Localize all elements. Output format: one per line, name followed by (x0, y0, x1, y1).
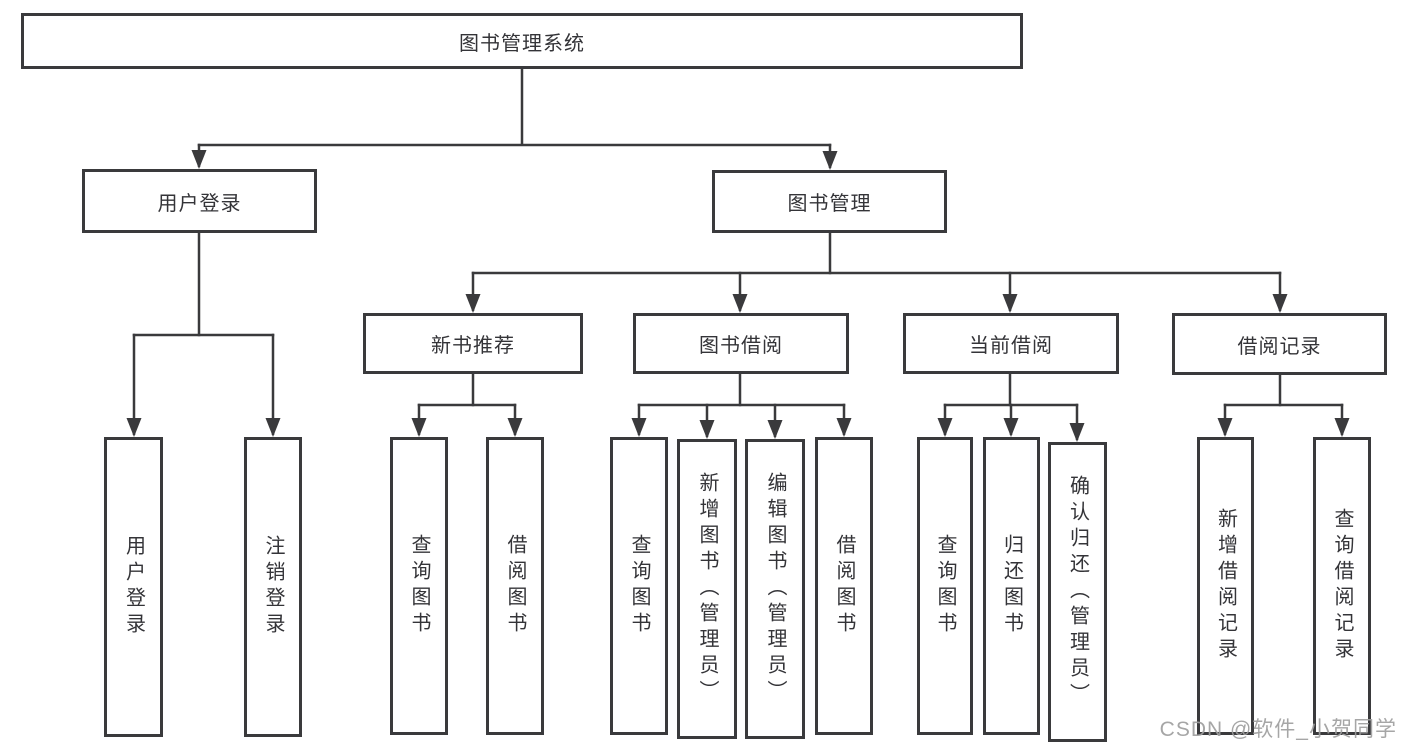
node-new-books: 新书推荐 (363, 313, 583, 374)
node-book-mgmt: 图书管理 (712, 170, 947, 233)
leaf-book-borrow-add: 新增图书（管理员） (677, 439, 737, 739)
node-current-borrow: 当前借阅 (903, 313, 1119, 374)
leaf-logout-label: 注销登录 (262, 535, 284, 639)
leaf-borrow-records-query-label: 查询借阅记录 (1331, 508, 1353, 664)
node-book-mgmt-label: 图书管理 (787, 193, 872, 215)
leaf-new-books-query: 查询图书 (390, 437, 448, 735)
node-root: 图书管理系统 (21, 13, 1023, 69)
leaf-book-borrow-edit-label: 编辑图书（管理员） (764, 472, 786, 706)
node-root-label: 图书管理系统 (459, 32, 585, 55)
node-new-books-label: 新书推荐 (431, 335, 515, 357)
node-user-login-label: 用户登录 (157, 192, 242, 215)
leaf-borrow-records-query: 查询借阅记录 (1313, 437, 1371, 735)
node-book-borrow-label: 图书借阅 (699, 335, 783, 357)
leaf-book-borrow-borrow-label: 借阅图书 (833, 534, 855, 638)
leaf-current-borrow-confirm: 确认归还（管理员） (1048, 442, 1107, 742)
node-book-borrow: 图书借阅 (633, 313, 849, 374)
leaf-user-login-label: 用户登录 (122, 535, 145, 639)
leaf-book-borrow-query-label: 查询图书 (628, 534, 650, 638)
leaf-current-borrow-query-label: 查询图书 (934, 534, 956, 638)
leaf-new-books-borrow-label: 借阅图书 (504, 534, 526, 638)
leaf-current-borrow-return: 归还图书 (983, 437, 1040, 735)
node-current-borrow-label: 当前借阅 (969, 335, 1053, 357)
leaf-book-borrow-query: 查询图书 (610, 437, 668, 735)
node-user-login: 用户登录 (82, 169, 317, 233)
leaf-borrow-records-add: 新增借阅记录 (1197, 437, 1254, 735)
node-borrow-records: 借阅记录 (1172, 313, 1387, 375)
node-borrow-records-label: 借阅记录 (1237, 335, 1322, 358)
leaf-user-login: 用户登录 (104, 437, 163, 737)
csdn-watermark: CSDN @软件_小贺同学 (1159, 718, 1397, 741)
leaf-logout: 注销登录 (244, 437, 302, 737)
leaf-new-books-borrow: 借阅图书 (486, 437, 544, 735)
leaf-book-borrow-edit: 编辑图书（管理员） (745, 439, 805, 739)
leaf-borrow-records-add-label: 新增借阅记录 (1214, 508, 1237, 664)
leaf-book-borrow-add-label: 新增图书（管理员） (696, 472, 718, 706)
leaf-new-books-query-label: 查询图书 (408, 534, 430, 638)
leaf-book-borrow-borrow: 借阅图书 (815, 437, 873, 735)
leaf-current-borrow-query: 查询图书 (917, 437, 973, 735)
leaf-current-borrow-return-label: 归还图书 (1000, 534, 1023, 638)
leaf-current-borrow-confirm-label: 确认归还（管理员） (1066, 475, 1089, 709)
